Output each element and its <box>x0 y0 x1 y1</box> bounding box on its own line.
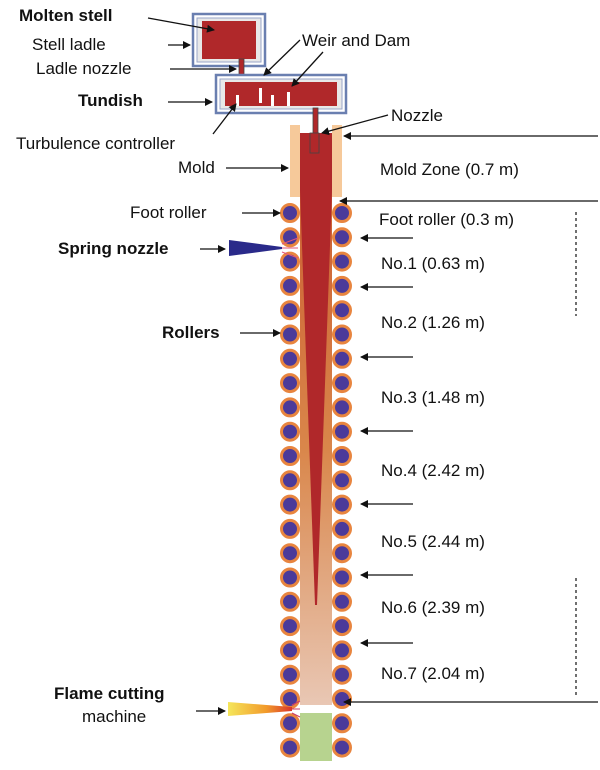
roller-left <box>280 373 300 394</box>
label-tundish: Tundish <box>78 91 143 110</box>
roller-right <box>332 227 352 248</box>
roller-right <box>332 446 352 466</box>
roller-right <box>332 591 352 612</box>
roller-right <box>332 689 352 709</box>
roller-right <box>332 640 352 661</box>
mold-right-plate <box>332 125 342 197</box>
roller-left <box>280 300 300 321</box>
roller-right <box>332 737 352 758</box>
roller-left <box>280 275 300 296</box>
roller-left <box>280 518 300 539</box>
roller-left <box>280 203 300 223</box>
roller-left <box>280 397 300 418</box>
roller-left <box>280 348 300 369</box>
mold-left-plate <box>290 125 300 197</box>
roller-right <box>332 494 352 515</box>
roller-right <box>332 348 352 369</box>
roller-right <box>332 543 352 564</box>
roller-right <box>332 421 352 442</box>
label-rollers: Rollers <box>162 323 220 342</box>
steel-ladle <box>191 12 267 68</box>
label-nozzle: Nozzle <box>391 106 443 125</box>
zone-label-foot-roller: Foot roller (0.3 m) <box>379 210 514 229</box>
zone-label-no1: No.1 (0.63 m) <box>381 254 485 273</box>
roller-left <box>280 616 300 637</box>
label-mold: Mold <box>178 158 215 177</box>
roller-left <box>280 591 300 612</box>
roller-right <box>332 567 352 588</box>
label-ladle-nozzle: Ladle nozzle <box>36 59 131 78</box>
liquid-core <box>300 133 332 605</box>
roller-right <box>332 373 352 394</box>
tundish <box>214 73 348 115</box>
roller-left <box>280 713 300 734</box>
spring-nozzle <box>229 237 299 259</box>
zone-label-no5: No.5 (2.44 m) <box>381 532 485 551</box>
zone-label-mold: Mold Zone (0.7 m) <box>380 160 519 179</box>
zone-label-no3: No.3 (1.48 m) <box>381 388 485 407</box>
roller-right <box>332 616 352 637</box>
label-foot-roller: Foot roller <box>130 203 207 222</box>
roller-right <box>332 470 352 491</box>
zone-label-no6: No.6 (2.39 m) <box>381 598 485 617</box>
roller-right <box>332 664 352 685</box>
label-weir-and-dam: Weir and Dam <box>302 31 410 50</box>
roller-left <box>280 737 300 758</box>
roller-left <box>280 664 300 685</box>
roller-left <box>280 446 300 466</box>
roller-right <box>332 203 352 223</box>
roller-left <box>280 494 300 515</box>
roller-left <box>280 470 300 491</box>
label-molten-steel: Molten stell <box>19 6 113 25</box>
roller-right <box>332 324 352 345</box>
roller-right <box>332 300 352 321</box>
label-spring-nozzle: Spring nozzle <box>58 239 169 258</box>
roller-left <box>280 543 300 564</box>
zone-label-no4: No.4 (2.42 m) <box>381 461 485 480</box>
zone-label-no7: No.7 (2.04 m) <box>381 664 485 683</box>
zone-label-no2: No.2 (1.26 m) <box>381 313 485 332</box>
roller-right <box>332 275 352 296</box>
molten-steel-in-ladle <box>202 21 256 59</box>
label-turbulence-controller: Turbulence controller <box>16 134 175 153</box>
roller-right <box>332 518 352 539</box>
roller-left <box>280 227 300 248</box>
label-steel-ladle: Stell ladle <box>32 35 106 54</box>
roller-left <box>280 421 300 442</box>
roller-left <box>280 567 300 588</box>
cut-slab <box>300 713 332 761</box>
roller-right <box>332 397 352 418</box>
roller-left <box>280 689 300 709</box>
label-flame-cutting-line1: Flame cutting <box>54 684 165 703</box>
roller-left <box>280 324 300 345</box>
flame-cutting-machine <box>228 700 301 718</box>
roller-left <box>280 640 300 661</box>
roller-right <box>332 251 352 272</box>
label-flame-cutting-line2: machine <box>82 707 146 726</box>
roller-set <box>280 203 352 758</box>
roller-left <box>280 251 300 272</box>
roller-right <box>332 713 352 734</box>
